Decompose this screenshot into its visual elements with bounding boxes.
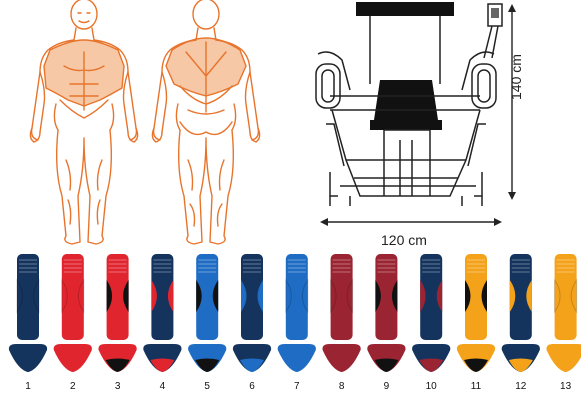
handle-2 <box>53 254 92 372</box>
handle-number: 1 <box>25 381 31 392</box>
handle-9 <box>367 254 406 372</box>
handle-5 <box>188 254 227 372</box>
handle-shaft <box>106 254 129 340</box>
handle-1 <box>8 254 48 372</box>
handle-12 <box>501 254 540 372</box>
handle-base <box>8 344 48 372</box>
handle-accent <box>465 280 487 312</box>
front-torso <box>30 39 138 141</box>
handle-base <box>53 344 92 372</box>
machine-right-handle <box>471 63 497 109</box>
handle-color-options <box>8 254 581 372</box>
handle-shaft <box>17 254 39 340</box>
handle-base-tip <box>16 358 40 372</box>
handle-number: 9 <box>383 381 390 392</box>
handle-accent <box>241 280 263 312</box>
handle-8 <box>322 254 361 372</box>
handle-number: 12 <box>515 381 527 392</box>
handle-base <box>232 344 272 372</box>
handle-accent <box>375 280 398 312</box>
width-dimension-arrow <box>320 218 502 226</box>
back-head <box>192 0 220 30</box>
front-face <box>77 12 91 24</box>
handle-shaft <box>241 254 263 340</box>
handle-number: 11 <box>470 381 482 392</box>
handle-accent <box>151 280 174 312</box>
handle-7 <box>277 254 316 372</box>
handle-shaft <box>509 254 532 340</box>
height-dimension-arrow <box>508 4 516 200</box>
handle-shaft <box>61 254 84 340</box>
handle-accent <box>196 280 219 312</box>
handle-number: 4 <box>159 381 166 392</box>
handle-number: 6 <box>249 381 255 392</box>
height-label: 140 cm <box>508 54 524 100</box>
handle-accent <box>106 280 129 312</box>
front-legs <box>55 129 113 245</box>
handle-base-tip <box>284 358 309 372</box>
machine-control-panel <box>487 3 503 27</box>
handle-number: 5 <box>204 381 210 392</box>
back-legs <box>177 129 235 245</box>
handle-number: 2 <box>70 381 76 392</box>
handle-base-tip <box>374 358 399 372</box>
body-back-figure <box>151 0 261 245</box>
handle-4 <box>143 254 182 372</box>
handle-number: 7 <box>294 381 300 392</box>
handle-base <box>456 344 496 372</box>
handle-base-tip <box>240 358 264 372</box>
machine-seat <box>374 80 438 120</box>
handle-number: 8 <box>338 381 345 392</box>
handle-base-tip <box>105 358 130 372</box>
back-torso <box>152 39 260 141</box>
handle-shaft <box>285 254 308 340</box>
handle-accent <box>16 278 40 314</box>
handle-base <box>98 344 137 372</box>
handle-base <box>322 344 361 372</box>
handle-accent <box>509 280 532 312</box>
handle-base-tip <box>195 358 220 372</box>
handle-base-tip <box>464 358 488 372</box>
handle-3 <box>98 254 137 372</box>
width-label: 120 cm <box>381 232 427 248</box>
handle-base <box>143 344 182 372</box>
handle-shaft <box>420 254 443 340</box>
handle-base-tip <box>60 358 85 372</box>
handle-accent <box>61 278 85 314</box>
handle-6 <box>232 254 272 372</box>
handle-shaft <box>196 254 219 340</box>
handle-accent <box>285 278 309 314</box>
handle-base-tip <box>419 358 444 372</box>
handle-base <box>367 344 406 372</box>
machine-left-handle <box>315 63 341 109</box>
handle-shaft <box>375 254 398 340</box>
handle-base <box>412 344 451 372</box>
handle-base-tip <box>329 358 354 372</box>
handle-base <box>188 344 227 372</box>
handle-13 <box>546 254 581 372</box>
handle-accent <box>554 278 578 314</box>
handle-10 <box>412 254 451 372</box>
handle-shaft <box>151 254 174 340</box>
handle-number: 10 <box>425 381 437 392</box>
machine-diagram <box>315 2 503 206</box>
handle-accent <box>330 278 354 314</box>
body-front-figure <box>29 0 139 245</box>
handle-11 <box>456 254 496 372</box>
handle-base <box>277 344 316 372</box>
handle-base-tip <box>150 358 175 372</box>
front-head <box>70 0 98 30</box>
handle-number: 13 <box>560 381 572 392</box>
machine-top-bar <box>356 2 454 16</box>
handle-number: 3 <box>114 381 121 392</box>
handle-shaft <box>554 254 577 340</box>
handle-base <box>501 344 540 372</box>
handle-accent <box>420 280 443 312</box>
handle-base-tip <box>508 358 533 372</box>
handle-base-tip <box>553 358 578 372</box>
handle-shaft <box>465 254 487 340</box>
handle-shaft <box>330 254 353 340</box>
